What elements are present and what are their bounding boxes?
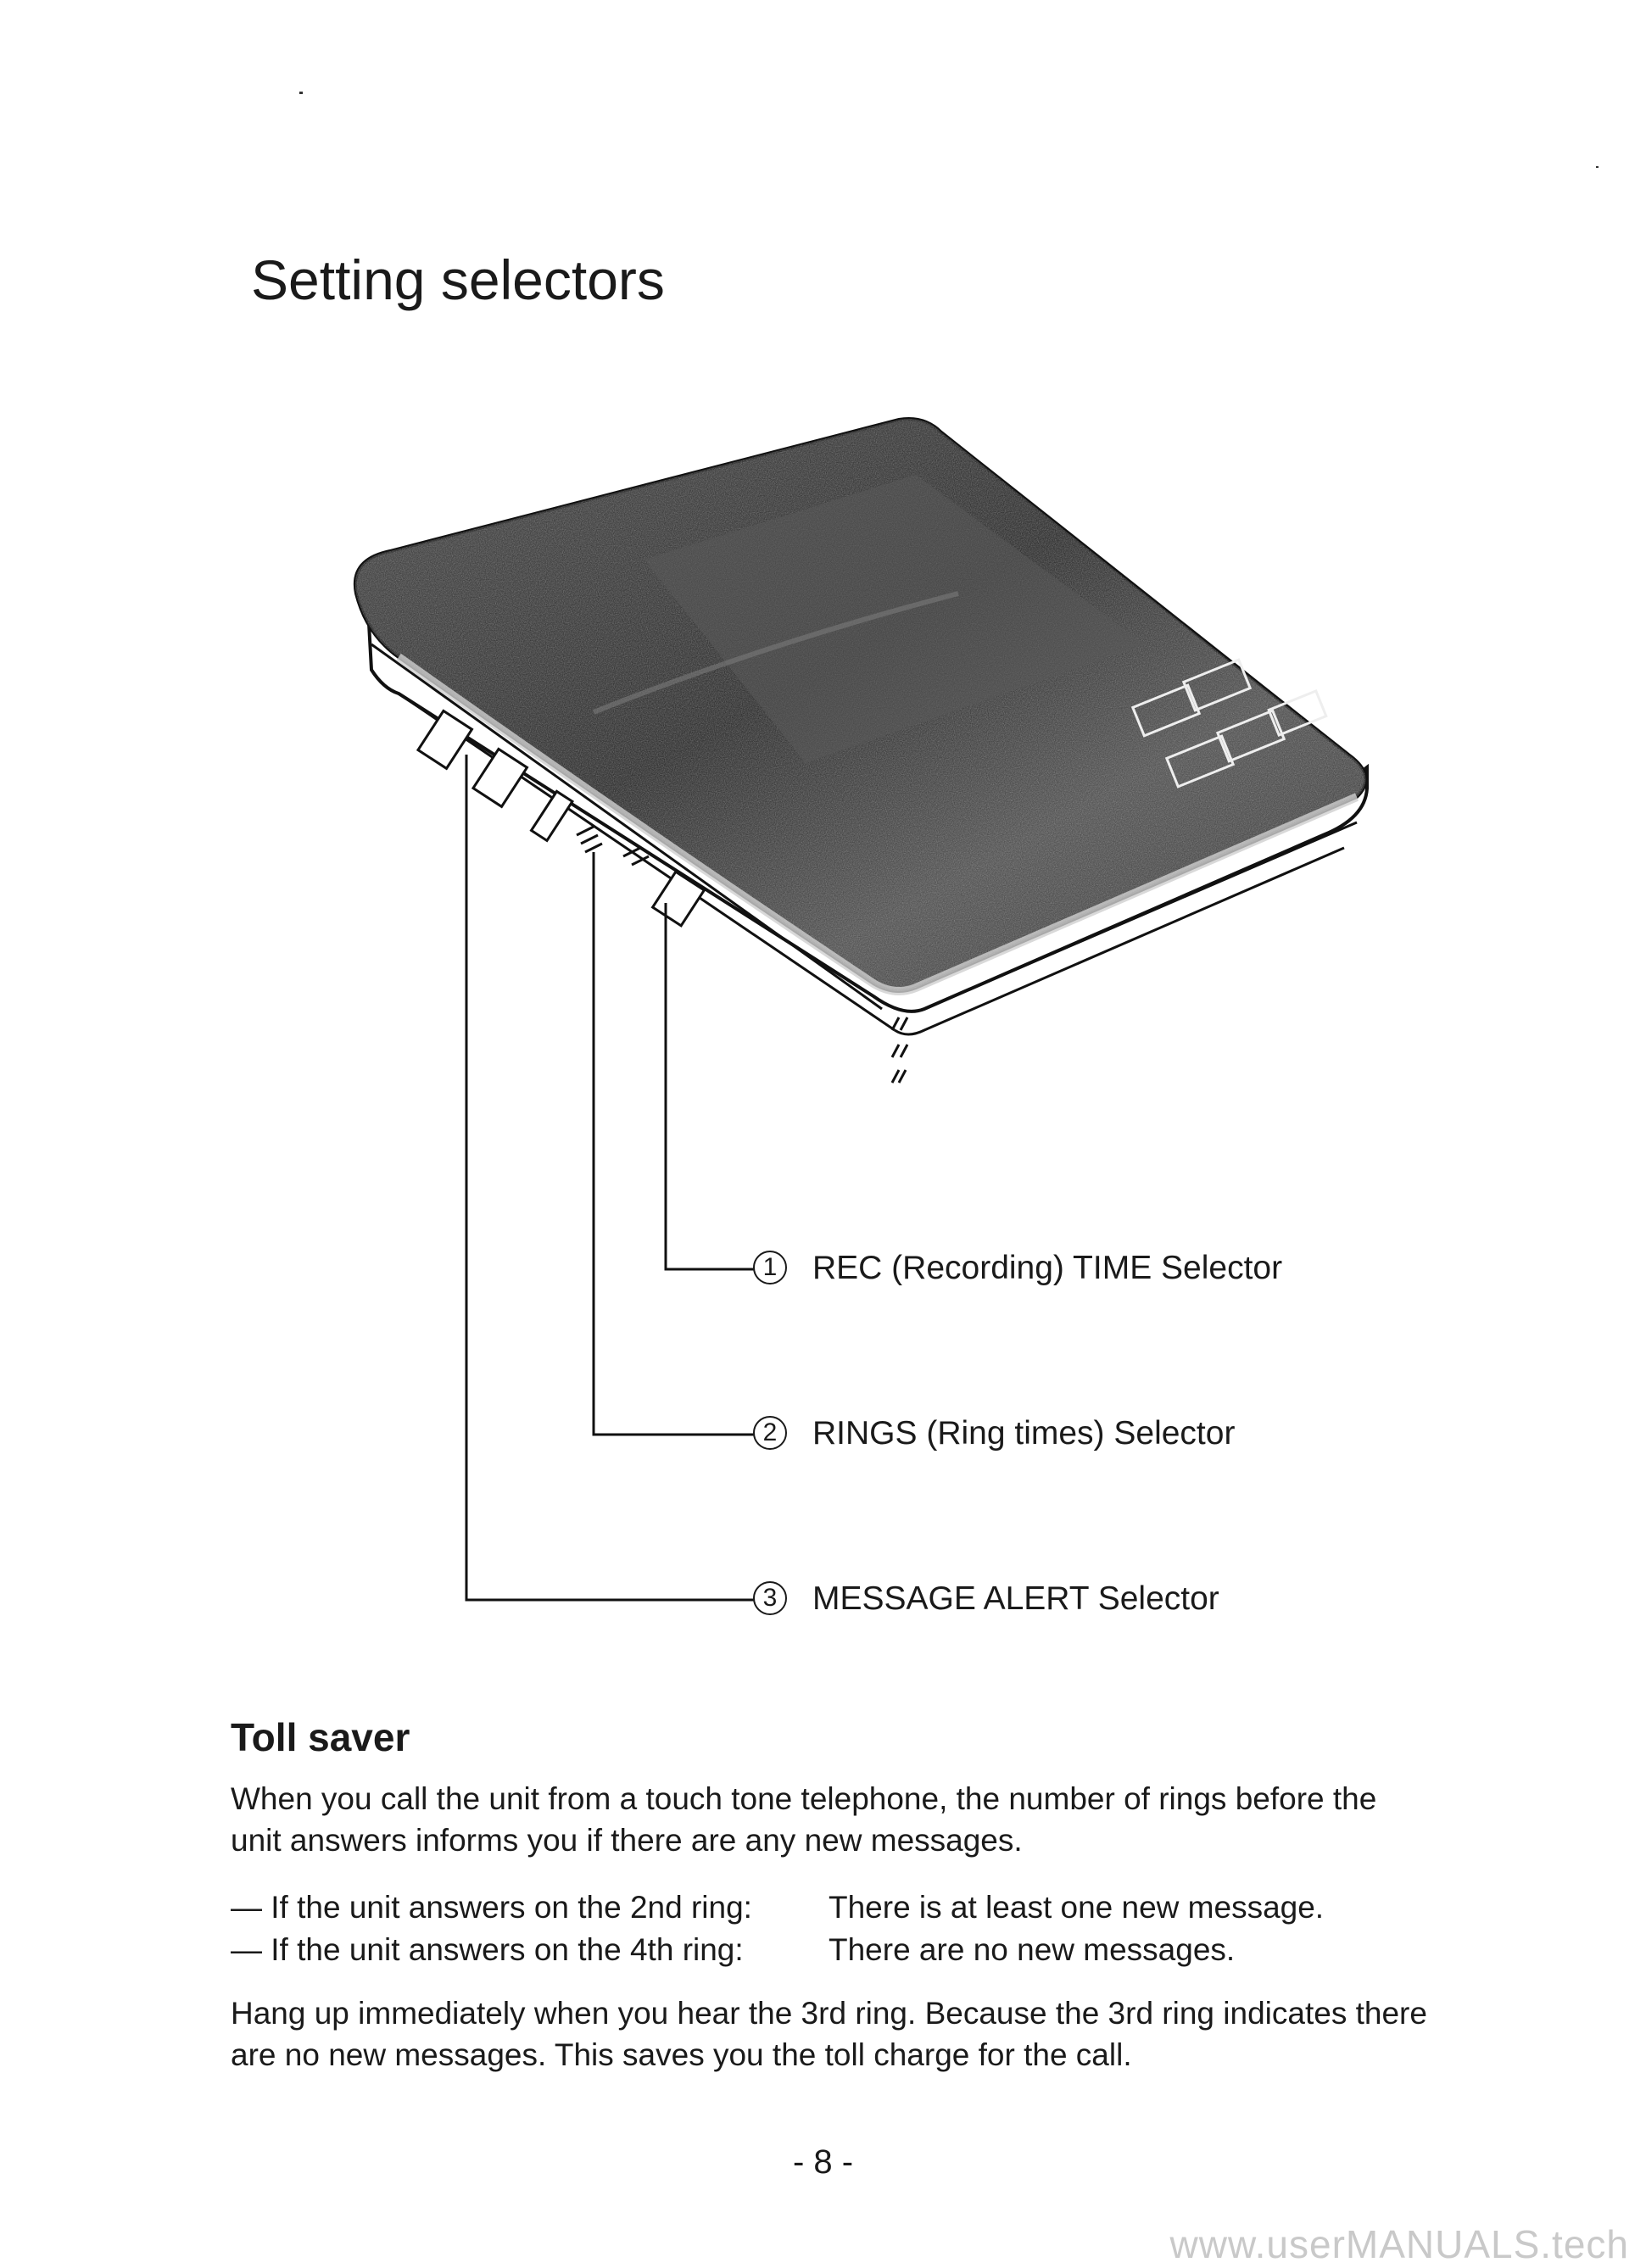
page-number: - 8 - (792, 2143, 854, 2181)
leader-lines (465, 755, 755, 1602)
watermark: www.userMANUALS.tech (1169, 2222, 1629, 2266)
leader-line-2 (592, 852, 755, 1436)
rule-condition: — If the unit answers on the 2nd ring: (231, 1890, 752, 1925)
rule-result: There are no new messages. (829, 1932, 1236, 1967)
rule-condition: — If the unit answers on the 4th ring: (231, 1932, 744, 1967)
callout-number: 3 (753, 1580, 787, 1615)
toll-saver-intro: When you call the unit from a touch tone… (231, 1781, 1377, 1858)
callout-number: 2 (753, 1415, 787, 1450)
rule-result: There is at least one new message. (829, 1890, 1325, 1925)
toll-saver-heading: Toll saver (231, 1715, 410, 1759)
callout-message-alert-selector: 3 MESSAGE ALERT Selector (753, 1580, 1219, 1618)
toll-saver-rule: — If the unit answers on the 4th ring: Th… (231, 1929, 1235, 1970)
callout-label: RINGS (Ring times) Selector (812, 1415, 1236, 1452)
callout-rec-time-selector: 1 REC (Recording) TIME Selector (753, 1250, 1282, 1287)
callout-label: REC (Recording) TIME Selector (812, 1250, 1283, 1286)
scan-speck (299, 92, 303, 94)
page-title: Setting selectors (251, 248, 665, 311)
toll-saver-rule: — If the unit answers on the 2nd ring: Th… (231, 1886, 1324, 1928)
control-buttons (1130, 658, 1328, 789)
callout-label: MESSAGE ALERT Selector (812, 1580, 1219, 1617)
callout-number: 1 (753, 1250, 787, 1284)
callout-rings-selector: 2 RINGS (Ring times) Selector (753, 1415, 1235, 1452)
toll-saver-advice: Hang up immediately when you hear the 3r… (231, 1996, 1427, 2072)
scan-speck (1596, 166, 1599, 168)
leader-line-3 (465, 755, 755, 1602)
answering-machine-illustration (353, 417, 1369, 1602)
leader-line-1 (664, 903, 755, 1271)
